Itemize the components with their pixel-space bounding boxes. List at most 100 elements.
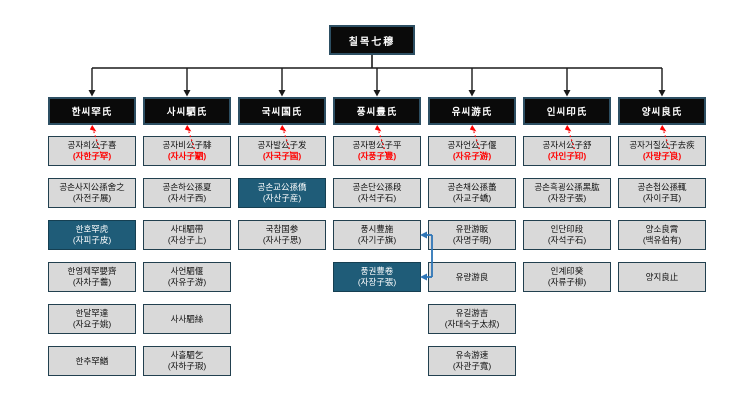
- person-cell: 사대駟帶(자상子上): [143, 220, 231, 250]
- courtesy-name: (자석子石): [357, 193, 397, 203]
- clan-header: 사씨駟氏: [143, 97, 231, 125]
- person-name: 공자거질公子去疾: [629, 140, 695, 150]
- courtesy-name: (자유子游): [452, 151, 492, 161]
- person-name: 공손하公孫夏: [162, 182, 212, 192]
- clan-header: 유씨游氏: [428, 97, 516, 125]
- person-name: 유판游眅: [455, 224, 489, 234]
- clan-header: 풍씨豊氏: [333, 97, 421, 125]
- person-name: 공손교公孫僑: [257, 182, 307, 192]
- person-name: 공자비公子騑: [162, 140, 212, 150]
- courtesy-name: (자장子張): [357, 277, 397, 287]
- person-name: 유량游良: [455, 271, 489, 282]
- person-cell: 유속游速(자관子寬): [428, 346, 516, 376]
- courtesy-name: (자기子旗): [357, 235, 397, 245]
- person-cell: 풍시豊施(자기子旗): [333, 220, 421, 250]
- courtesy-name: (자요子姚): [72, 319, 112, 329]
- courtesy-name: (자국子国): [262, 151, 302, 161]
- person-name: 공손첩公孫輒: [637, 182, 687, 192]
- person-name: 공손흑굉公孫黑肱: [534, 182, 600, 192]
- courtesy-name: (자하子瑕): [167, 361, 207, 371]
- person-cell: 양소良霄(백유伯有): [618, 220, 706, 250]
- person-cell: 공자언公子偃(자유子游): [428, 136, 516, 166]
- person-cell: 한영제罕嬰齊(자차子齹): [48, 262, 136, 292]
- person-name: 유속游速: [455, 350, 489, 360]
- person-name: 사대駟帶: [170, 224, 204, 234]
- person-cell: 공손흑굉公孫黑肱(자장子張): [523, 178, 611, 208]
- person-cell: 한달罕達(자요子姚): [48, 304, 136, 334]
- courtesy-name: (자량子良): [642, 151, 682, 161]
- person-cell: 유길游吉(자대숙子太叔): [428, 304, 516, 334]
- courtesy-name: (자이子耳): [642, 193, 682, 203]
- person-name: 한호罕虎: [75, 224, 109, 234]
- root-title: 칠목七穆: [348, 36, 396, 48]
- person-name: 사언駟偃: [170, 266, 204, 276]
- person-cell: 공자비公子騑(자사子駟): [143, 136, 231, 166]
- courtesy-name: (자상子上): [167, 235, 207, 245]
- clan-header: 양씨良氏: [618, 97, 706, 125]
- person-cell: 사언駟偃(자유子游): [143, 262, 231, 292]
- courtesy-name: (자서子西): [167, 193, 207, 203]
- person-name: 공자언公子偃: [447, 140, 497, 150]
- person-cell: 공손교公孫僑(자산子産): [238, 178, 326, 208]
- person-cell: 공손채公孫蠆(자교子蟜): [428, 178, 516, 208]
- person-cell: 양지良止: [618, 262, 706, 292]
- person-name: 유길游吉: [455, 308, 489, 318]
- person-name: 양소良霄: [645, 224, 679, 234]
- courtesy-name: (자석子石): [547, 235, 587, 245]
- courtesy-name: (자풍子豊): [357, 151, 397, 161]
- person-cell: 공손하公孫夏(자서子西): [143, 178, 231, 208]
- person-name: 공자서公子舒: [542, 140, 592, 150]
- person-cell: 유판游眅(자명子明): [428, 220, 516, 250]
- person-name: 인계印癸: [550, 266, 584, 276]
- courtesy-name: (자교子蟜): [452, 193, 492, 203]
- person-name: 풍권豊卷: [360, 266, 394, 276]
- courtesy-name: (자차子齹): [72, 277, 112, 287]
- courtesy-name: (자유子游): [167, 277, 207, 287]
- person-cell: 공자희公子喜(자한子罕): [48, 136, 136, 166]
- person-name: 한추罕鰌: [75, 355, 109, 366]
- courtesy-name: (자피子皮): [72, 235, 112, 245]
- clan-header: 한씨罕氏: [48, 97, 136, 125]
- courtesy-name: (자인子印): [547, 151, 587, 161]
- courtesy-name: (자류子柳): [547, 277, 587, 287]
- person-cell: 공자서公子舒(자인子印): [523, 136, 611, 166]
- person-cell: 한호罕虎(자피子皮): [48, 220, 136, 250]
- person-name: 공손단公孫段: [352, 182, 402, 192]
- person-name: 공자발公子发: [257, 140, 307, 150]
- person-cell: 공손첩公孫輒(자이子耳): [618, 178, 706, 208]
- person-cell: 풍권豊卷(자장子張): [333, 262, 421, 292]
- person-name: 공자평公子平: [352, 140, 402, 150]
- root-node: 칠목七穆: [329, 25, 415, 55]
- courtesy-name: (자사子駟): [167, 151, 207, 161]
- courtesy-name: (자산子産): [262, 193, 302, 203]
- courtesy-name: (자장子張): [547, 193, 587, 203]
- clan-header: 국씨国氏: [238, 97, 326, 125]
- person-name: 한달罕達: [75, 308, 109, 318]
- person-name: 국참国参: [265, 224, 299, 234]
- person-cell: 국참国参(자사子思): [238, 220, 326, 250]
- person-cell: 공자평公子平(자풍子豊): [333, 136, 421, 166]
- person-cell: 공손사지公孫舍之(자전子展): [48, 178, 136, 208]
- person-name: 공손채公孫蠆: [447, 182, 497, 192]
- person-name: 공손사지公孫舍之: [59, 182, 125, 192]
- person-name: 사사駟絲: [170, 313, 204, 324]
- person-name: 인단印段: [550, 224, 584, 234]
- person-cell: 유량游良: [428, 262, 516, 292]
- courtesy-name: (자관子寬): [452, 361, 492, 371]
- person-cell: 인단印段(자석子石): [523, 220, 611, 250]
- person-cell: 한추罕鰌: [48, 346, 136, 376]
- person-name: 한영제罕嬰齊: [67, 266, 117, 276]
- person-cell: 인계印癸(자류子柳): [523, 262, 611, 292]
- courtesy-name: (백유伯有): [642, 235, 682, 245]
- courtesy-name: (자사子思): [262, 235, 302, 245]
- person-cell: 사사駟絲: [143, 304, 231, 334]
- courtesy-name: (자대숙子太叔): [444, 319, 500, 329]
- clan-header: 인씨印氏: [523, 97, 611, 125]
- person-name: 양지良止: [645, 271, 679, 282]
- person-cell: 공자거질公子去疾(자량子良): [618, 136, 706, 166]
- person-cell: 공손단公孫段(자석子石): [333, 178, 421, 208]
- courtesy-name: (자전子展): [72, 193, 112, 203]
- person-name: 공자희公子喜: [67, 140, 117, 150]
- courtesy-name: (자명子明): [452, 235, 492, 245]
- person-name: 풍시豊施: [360, 224, 394, 234]
